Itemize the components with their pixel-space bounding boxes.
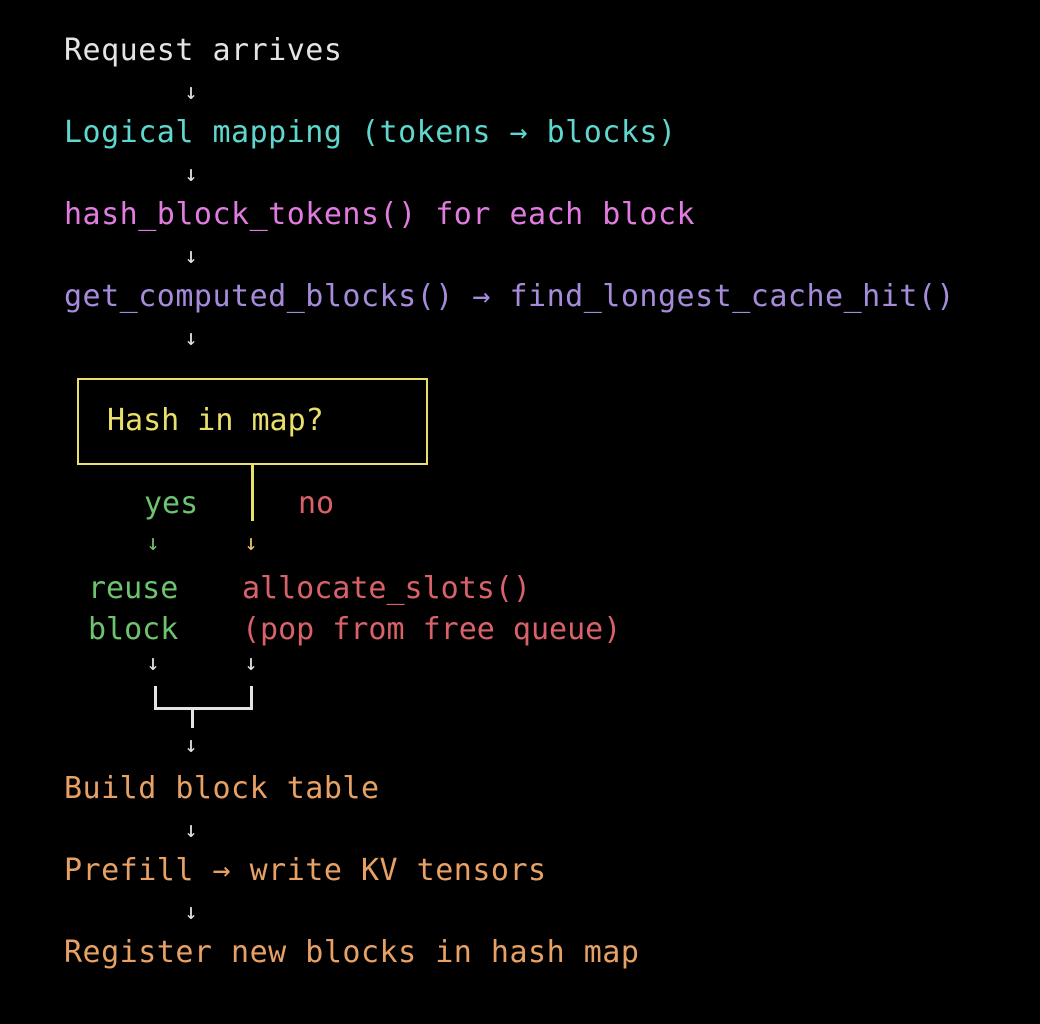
branch-body-no-line2: (pop from free queue) xyxy=(242,612,622,647)
branch-label-yes: yes xyxy=(144,486,199,521)
decision-box-label: Hash in map? xyxy=(107,403,324,438)
arrow-mapping-to-hash-icon: ↓ xyxy=(184,162,198,187)
step-logical-mapping: Logical mapping (tokens → blocks) xyxy=(64,115,677,150)
arrow-merge-to-buildtable-icon: ↓ xyxy=(184,733,198,758)
merge-stem-center xyxy=(191,707,194,728)
merge-stem-right xyxy=(250,686,253,710)
branch-body-yes-line1: reuse xyxy=(88,571,179,606)
arrow-branch-yes-icon: ↓ xyxy=(146,531,160,556)
decision-box-hash-in-map[interactable]: Hash in map? xyxy=(77,378,428,465)
arrow-buildtable-to-prefill-icon: ↓ xyxy=(184,818,198,843)
decision-stem-connector xyxy=(251,465,254,521)
merge-bar-horizontal xyxy=(154,707,253,710)
step-get-computed-blocks: get_computed_blocks() → find_longest_cac… xyxy=(64,279,955,314)
branch-body-no-line1: allocate_slots() xyxy=(242,571,531,606)
arrow-getcomputed-to-decision-icon: ↓ xyxy=(184,326,198,351)
step-prefill-write-kv: Prefill → write KV tensors xyxy=(64,853,547,888)
arrow-merge-left-icon: ↓ xyxy=(146,651,160,676)
branch-label-no: no xyxy=(298,486,335,521)
arrow-hash-to-getcomputed-icon: ↓ xyxy=(184,244,198,269)
merge-stem-left xyxy=(154,686,157,710)
arrow-merge-right-icon: ↓ xyxy=(244,651,258,676)
step-request-arrives: Request arrives xyxy=(64,33,343,68)
step-register-new-blocks: Register new blocks in hash map xyxy=(64,935,640,970)
arrow-request-to-mapping-icon: ↓ xyxy=(184,80,198,105)
step-hash-block-tokens: hash_block_tokens() for each block xyxy=(64,197,696,232)
arrow-branch-no-icon: ↓ xyxy=(244,531,258,556)
arrow-prefill-to-register-icon: ↓ xyxy=(184,900,198,925)
branch-body-yes-line2: block xyxy=(88,612,179,647)
step-build-block-table: Build block table xyxy=(64,771,380,806)
